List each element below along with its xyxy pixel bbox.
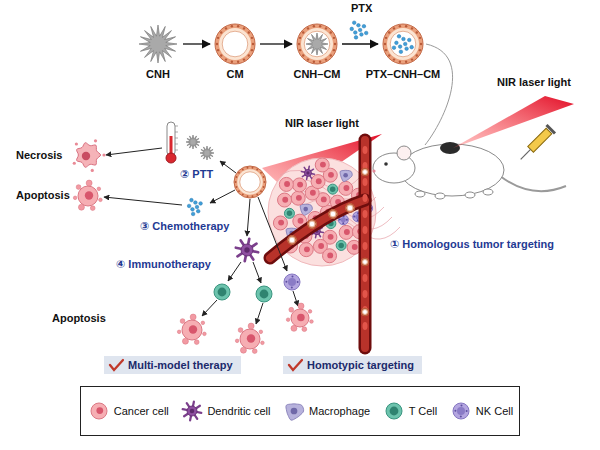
- legend-text: T Cell: [409, 405, 438, 417]
- legend-text: NK Cell: [476, 405, 513, 417]
- particle-stage: CM: [213, 22, 257, 80]
- particle-stage: CNH–CM: [293, 22, 340, 80]
- annotation-label: ① Homologous tumor targeting: [390, 238, 554, 251]
- annotation-label: ③ Chemotherapy: [140, 220, 229, 233]
- particle-icon: [213, 22, 257, 66]
- legend-text: Cancer cell: [114, 405, 169, 417]
- legend-entry: Cancer cell: [87, 399, 169, 423]
- annotation-label: NIR laser light: [285, 117, 359, 129]
- flow-arrow: [260, 43, 292, 44]
- legend-symbol: [87, 399, 111, 423]
- legend-entry: NK Cell: [449, 399, 513, 423]
- tumor-tissue: [268, 158, 400, 266]
- node-label: Multi-model therapy: [128, 359, 233, 371]
- particle-icon: [295, 22, 339, 66]
- annotation-label: Apoptosis: [52, 312, 106, 324]
- legend-symbol: [282, 399, 306, 423]
- blood-vessel: [270, 140, 369, 348]
- particle-icon: [381, 22, 425, 66]
- check-mark: [287, 358, 303, 372]
- flow-arrow: [342, 43, 378, 44]
- legend-symbol: [449, 399, 473, 423]
- check-mark: [108, 358, 124, 372]
- legend-text: Macrophage: [309, 405, 370, 417]
- annotation-label: Necrosis: [16, 149, 62, 161]
- flow-arrow: [183, 43, 210, 44]
- particle-stage: CNH: [136, 22, 180, 80]
- legend-entry: Macrophage: [282, 399, 370, 423]
- legend-text: Dendritic cell: [207, 405, 270, 417]
- annotation-label: ② PTT: [180, 168, 213, 181]
- mouse-figure: [372, 142, 566, 199]
- node-label: Homotypic targeting: [307, 359, 414, 371]
- node-label: CNH: [146, 68, 170, 80]
- node-label: PTX–CNH–CM: [366, 68, 441, 80]
- legend-box: Cancer cell Dendritic cell Macrophage T Cel…: [80, 386, 520, 436]
- particle-stage: PTX–CNH–CM: [366, 22, 441, 80]
- legend-symbol: [180, 399, 204, 423]
- node-label: CNH–CM: [293, 68, 340, 80]
- legend-entry: Dendritic cell: [180, 399, 270, 423]
- legend-symbol: [382, 399, 406, 423]
- check-item: Multi-model therapy: [104, 356, 241, 374]
- annotation-label: Apoptosis: [16, 189, 70, 201]
- check-item: Homotypic targeting: [283, 356, 422, 374]
- annotation-label: PTX: [351, 2, 372, 14]
- annotation-label: ④ Immunotherapy: [116, 258, 211, 271]
- legend-entry: T Cell: [382, 399, 438, 423]
- node-label: CM: [226, 68, 243, 80]
- particle-icon: [136, 22, 180, 66]
- annotation-label: NIR laser light: [497, 76, 571, 88]
